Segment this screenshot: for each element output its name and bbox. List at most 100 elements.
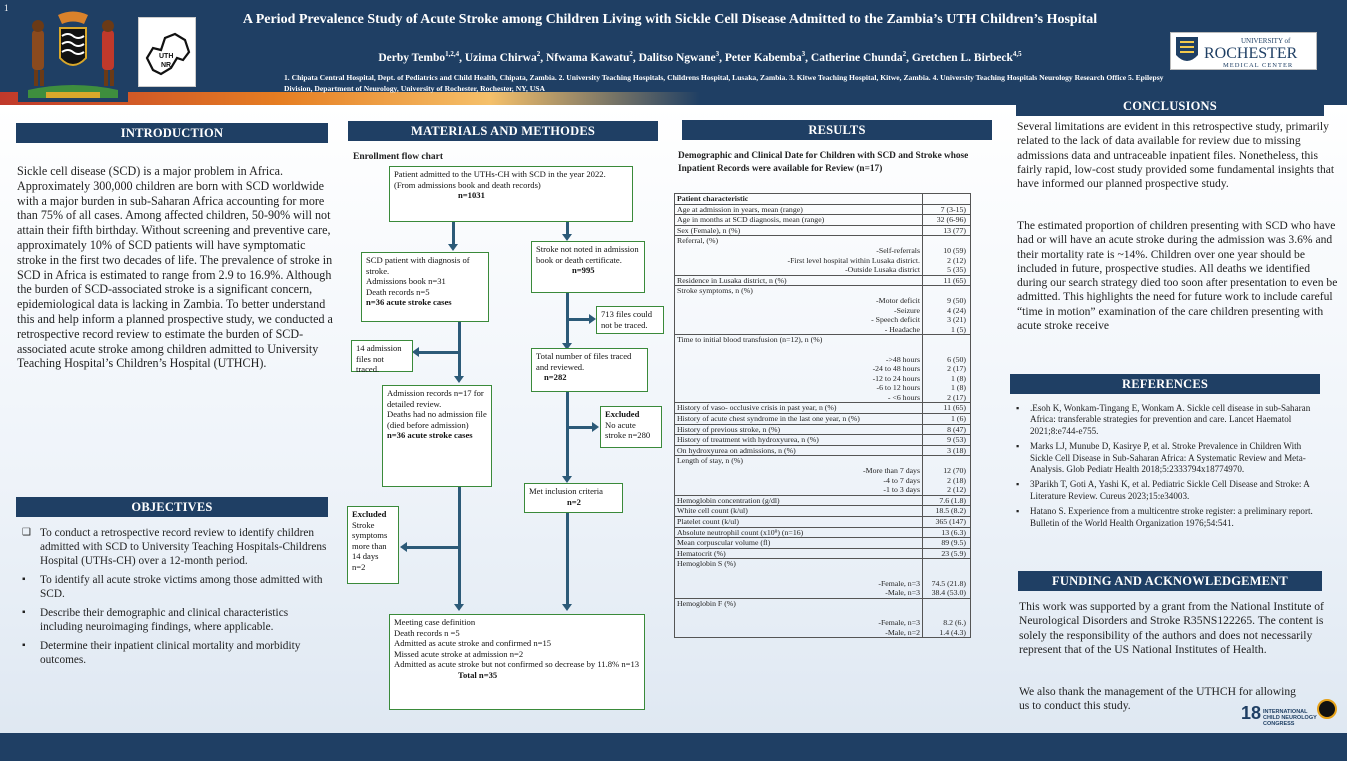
table-sub-value: 74.5 (21.8) xyxy=(931,578,966,588)
bullet-icon: ▪ xyxy=(1016,441,1020,452)
table-sub-label: -4 to 7 days xyxy=(883,475,920,485)
header-accent-stripe xyxy=(0,92,700,106)
funding-heading: FUNDING AND ACKNOWLEDGEMENT xyxy=(1018,571,1322,591)
introduction-body: Sickle cell disease (SCD) is a major pro… xyxy=(17,164,333,371)
author-name: Uzima Chirwa xyxy=(464,51,537,64)
table-cell-label: Referral, (%)-Self-referrals-First level… xyxy=(674,235,923,276)
table-cell-value: 6 (50)2 (17)1 (8)1 (8)2 (17) xyxy=(922,334,971,404)
table-sub-value: 9 (50) xyxy=(947,295,966,305)
author-name: Peter Kabemba xyxy=(724,51,802,64)
table-cell-label: History of acute chest syndrome in the l… xyxy=(674,413,923,425)
table-sub-value: 1 (8) xyxy=(951,383,966,393)
table-row: History of previous stroke, n (%)8 (47) xyxy=(674,423,971,436)
poster-title: A Period Prevalence Study of Acute Strok… xyxy=(242,12,1098,27)
table-sub-value: 8.2 (6.) xyxy=(943,617,966,627)
table-row: Hemoglobin F (%)-Female, n=3-Male, n=2 8… xyxy=(674,597,971,639)
table-cell-label: Time to initial blood transfusion (n=12)… xyxy=(674,334,923,404)
table-cell-value: 9 (50)4 (24)3 (21)1 (5) xyxy=(922,285,971,336)
table-row: Age at admission in years, mean (range)7… xyxy=(674,203,971,216)
table-row: Patient characteristic xyxy=(674,193,971,205)
bullet-icon: ▪ xyxy=(22,574,26,585)
flow-arrow xyxy=(566,513,569,605)
table-sub-label: ->48 hours xyxy=(885,354,920,364)
table-sub-value: 2 (17) xyxy=(947,364,966,374)
table-cell-label: Hemoglobin S (%)-Female, n=3-Male, n=3 xyxy=(674,558,923,599)
table-cell-label: Platelet count (k/ul) xyxy=(674,516,923,528)
references-heading: REFERENCES xyxy=(1010,374,1320,394)
funding-paragraph-2: We also thank the management of the UTHC… xyxy=(1019,685,1296,713)
table-cell-label: White cell count (k/ul) xyxy=(674,505,923,517)
introduction-heading: INTRODUCTION xyxy=(16,123,328,143)
ur-line3: MEDICAL CENTER xyxy=(1223,62,1293,69)
table-row: History of acute chest syndrome in the l… xyxy=(674,413,971,425)
table-cell-label: Hemoglobin F (%)-Female, n=3-Male, n=2 xyxy=(674,597,923,639)
objective-item: ❑To conduct a retrospective record revie… xyxy=(22,527,327,567)
ur-line1: UNIVERSITY of xyxy=(1241,37,1291,45)
table-cell-label: History of treatment with hydroxyurea, n… xyxy=(674,434,923,446)
table-row: History of treatment with hydroxyurea, n… xyxy=(674,434,971,446)
table-cell-value: 23 (5.9) xyxy=(922,547,971,560)
results-heading: RESULTS xyxy=(682,120,992,140)
flow-box-files-reviewed: Total number of files traced and reviewe… xyxy=(531,348,648,392)
table-row: Platelet count (k/ul)365 (147) xyxy=(674,516,971,528)
table-row: White cell count (k/ul)18.5 (8.2) xyxy=(674,505,971,517)
flow-arrow-head xyxy=(412,347,419,357)
page-marker: 1 xyxy=(4,3,9,13)
table-row: Time to initial blood transfusion (n=12)… xyxy=(674,334,971,404)
table-sub-value: 1 (5) xyxy=(951,324,966,334)
table-sub-value: 3 (21) xyxy=(947,315,966,325)
table-sub-label: -Female, n=3 xyxy=(878,617,920,627)
table-row: Age in months at SCD diagnosis, mean (ra… xyxy=(674,214,971,226)
table-cell-value xyxy=(922,193,971,205)
bullet-icon: ❑ xyxy=(22,527,31,538)
reference-item: ▪Hatano S. Experience from a multicentre… xyxy=(1016,506,1313,528)
flow-arrow xyxy=(458,487,461,605)
table-sub-label: -Male, n=3 xyxy=(885,588,920,598)
table-cell-label: Age at admission in years, mean (range) xyxy=(674,203,923,216)
bullet-icon: ▪ xyxy=(1016,506,1020,517)
author-affiliation-marker: 2 xyxy=(536,50,541,58)
bullet-icon: ▪ xyxy=(1016,479,1020,490)
author-list: Derby Tembo1,2,4, Uzima Chirwa2, Nfwama … xyxy=(378,50,1022,64)
table-sub-label: -Female, n=3 xyxy=(878,578,920,588)
table-sub-value: 10 (59) xyxy=(943,245,966,255)
table-cell-label: Absolute neutrophil count (x10⁹) (n=16) xyxy=(674,526,923,539)
flow-arrow xyxy=(566,392,569,476)
table-row: On hydroxyurea on admissions, n (%)3 (18… xyxy=(674,444,971,457)
conclusions-paragraph-2: The estimated proportion of children pre… xyxy=(1017,219,1338,333)
objective-item: ▪Describe their demographic and clinical… xyxy=(22,607,289,633)
table-sub-value: 12 (70) xyxy=(943,466,966,476)
flow-box-admission-records: Admission records n=17 for detailed revi… xyxy=(382,385,492,487)
flow-arrow xyxy=(418,351,458,354)
flow-arrow xyxy=(452,222,455,244)
table-sub-value: 2 (18) xyxy=(947,475,966,485)
table-sub-value: 1 (8) xyxy=(951,373,966,383)
poster-body xyxy=(0,105,1347,733)
table-cell-value: 18.5 (8.2) xyxy=(922,505,971,517)
objective-item: ▪To identify all acute stroke victims am… xyxy=(22,574,323,600)
table-cell-value: 1 (6) xyxy=(922,413,971,425)
table-cell-label: Hematocrit (%) xyxy=(674,547,923,560)
flow-arrow-head xyxy=(400,542,407,552)
table-sub-label: -Seizure xyxy=(894,305,920,315)
author-affiliation-marker: 4,5 xyxy=(1012,50,1022,58)
table-sub-label: -More than 7 days xyxy=(863,466,920,476)
table-sub-label: -Outside Lusaka district xyxy=(845,265,920,275)
table-sub-label: - Speech deficit xyxy=(871,315,920,325)
table-sub-value: 1.4 (4.3) xyxy=(939,627,966,637)
author-affiliation-marker: 1,2,4 xyxy=(445,50,460,58)
table-cell-value: 74.5 (21.8)38.4 (53.0) xyxy=(922,558,971,599)
table-row: History of vaso- occlusive crisis in pas… xyxy=(674,402,971,415)
table-cell-value: 7.6 (1.8) xyxy=(922,494,971,507)
table-cell-value: 9 (53) xyxy=(922,434,971,446)
bullet-icon: ▪ xyxy=(22,607,26,618)
table-row: Residence in Lusaka district, n (%)11 (6… xyxy=(674,274,971,287)
table-sub-label: -1 to 3 days xyxy=(883,485,920,495)
author-affiliation-marker: 2 xyxy=(629,50,633,58)
table-sub-label: -6 to 12 hours xyxy=(876,383,920,393)
table-sub-value: 2 (12) xyxy=(947,255,966,265)
table-cell-value: 13 (77) xyxy=(922,224,971,237)
author-affiliation-marker: 2 xyxy=(902,50,907,58)
